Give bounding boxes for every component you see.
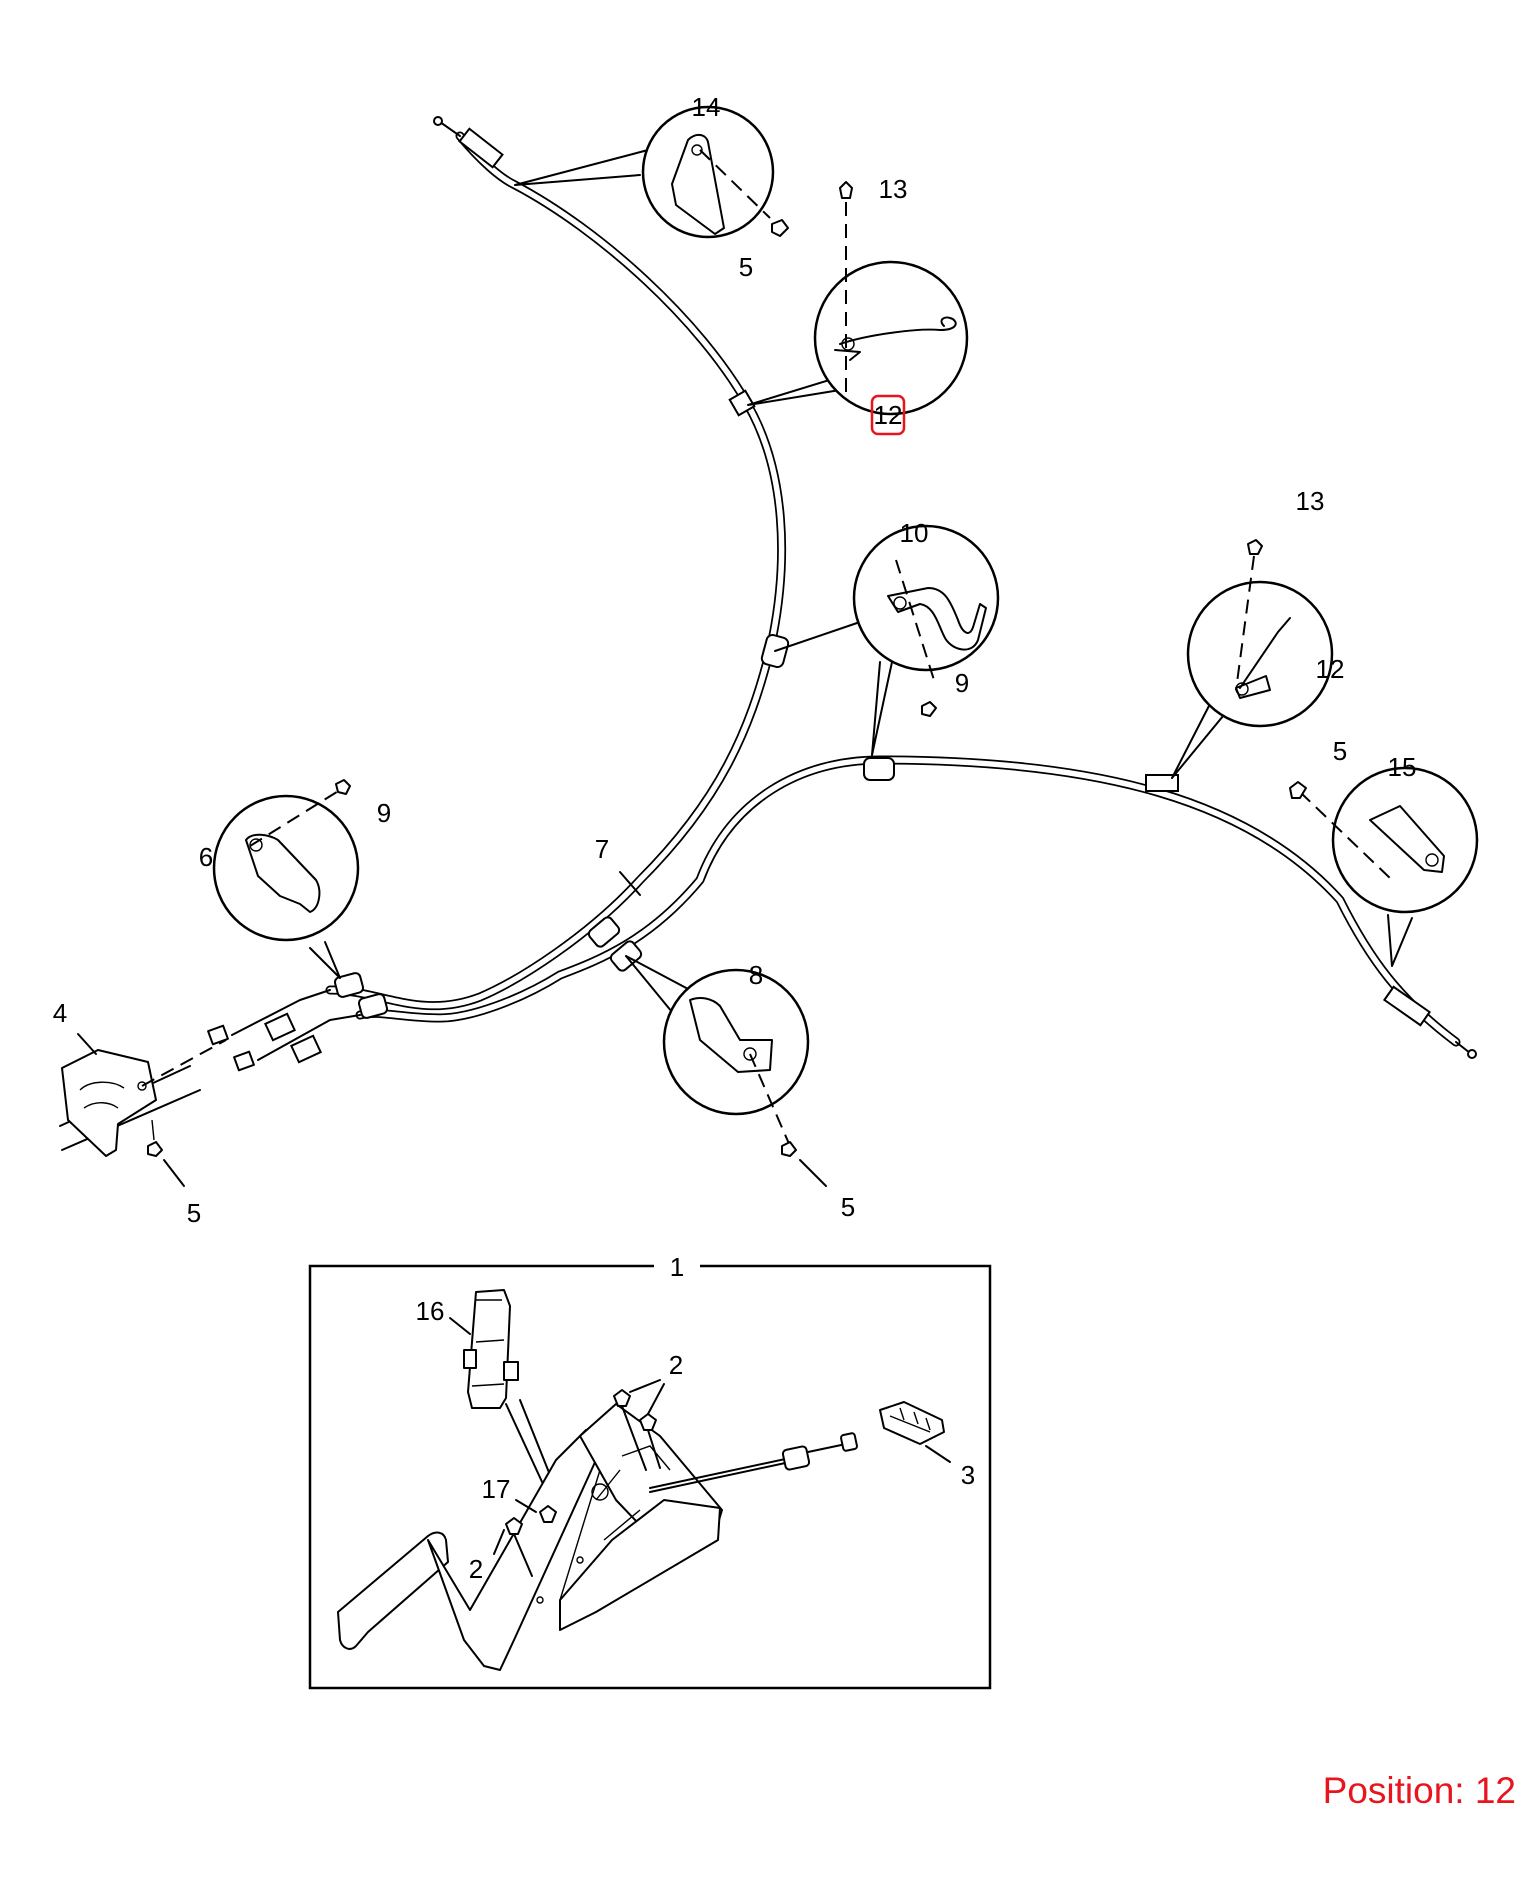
callout-part-10: 10 9 [774,518,1000,756]
label-part-4[interactable]: 4 [53,998,67,1028]
label-part-3[interactable]: 3 [961,1460,975,1490]
inset-parking-brake-lever: 1 16 [308,1252,992,1690]
part-2-bolts-upper: 2 [613,1350,683,1471]
bolt-icon [921,701,937,717]
label-part-1[interactable]: 1 [670,1252,684,1282]
bolt-icon [147,1141,163,1157]
label-part-8[interactable]: 8 [749,960,763,990]
callout-part-6: 9 6 [199,779,391,979]
bolt-icon [639,1413,657,1431]
label-part-13[interactable]: 13 [1296,486,1325,516]
callout-part-14: 14 5 [514,92,789,282]
label-part-13[interactable]: 13 [879,174,908,204]
bolt-icon [335,779,351,795]
callout-part-12-upper: 13 12 [747,174,969,436]
label-part-17[interactable]: 17 [482,1474,511,1504]
label-part-5[interactable]: 5 [1333,736,1347,766]
label-part-5[interactable]: 5 [739,252,753,282]
parking-brake-lever [337,1399,858,1671]
part-4-bracket: 4 5 [53,998,227,1228]
label-part-2[interactable]: 2 [669,1350,683,1380]
bolt-icon [505,1517,523,1535]
label-part-2[interactable]: 2 [469,1554,483,1584]
selected-part-highlight [870,394,906,436]
label-part-14[interactable]: 14 [692,92,721,122]
label-part-12[interactable]: 12 [1316,654,1345,684]
label-part-12-selected[interactable]: 12 [874,400,903,430]
label-part-6[interactable]: 6 [199,842,213,872]
label-part-16[interactable]: 16 [416,1296,445,1326]
callout-part-12-right: 13 12 [1171,486,1345,779]
label-part-9[interactable]: 9 [955,668,969,698]
label-part-5[interactable]: 5 [841,1192,855,1222]
part-16-clip: 16 [416,1289,519,1409]
label-part-9[interactable]: 9 [377,798,391,828]
bolt-icon [781,1141,797,1157]
label-part-15[interactable]: 15 [1388,752,1417,782]
bolt-icon [771,219,789,237]
bolt-icon [613,1389,631,1407]
label-part-10[interactable]: 10 [900,518,929,548]
callout-part-8: 8 5 [625,955,855,1222]
label-part-5[interactable]: 5 [187,1198,201,1228]
part-17-and-bolt-2: 17 2 [469,1474,557,1584]
callout-part-15: 5 15 [1289,736,1479,967]
part-3-connector: 3 [879,1401,975,1490]
bolt-icon [1289,781,1307,799]
callout-part-7: 7 [595,834,641,896]
position-readout: Position: 12 [1322,1770,1516,1811]
bolt-icon [539,1505,557,1523]
bolt-icon [1247,539,1263,555]
bolt-icon [839,181,853,199]
label-part-7[interactable]: 7 [595,834,609,864]
